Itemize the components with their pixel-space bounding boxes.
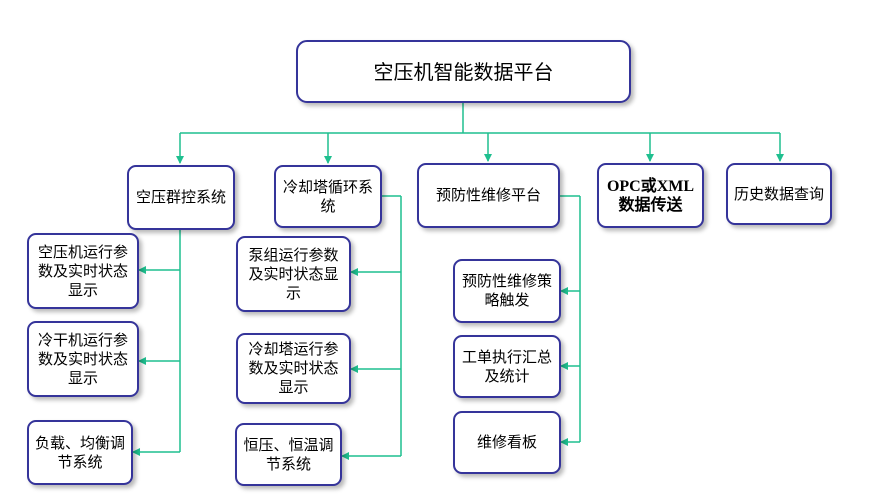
node-label: 空压机运行参数及实时状态显示 [37,242,128,299]
node-work-order-stats: 工单执行汇总及统计 [453,335,561,398]
node-label: 维修看板 [476,433,537,451]
node-tower-status: 冷却塔运行参数及实时状态显示 [236,333,351,404]
node-label: 恒压、恒温调节系统 [243,435,334,473]
node-label: OPC或XML数据传送 [606,177,695,214]
root-label: 空压机智能数据平台 [373,59,554,84]
node-preventive-maintenance: 预防性维修平台 [417,163,560,228]
node-pump-status: 泵组运行参数及实时状态显示 [236,236,351,312]
node-label: 冷干机运行参数及实时状态显示 [37,330,128,387]
node-label: 泵组运行参数及实时状态显示 [248,245,339,302]
node-compressor-group-control: 空压群控系统 [127,165,235,230]
node-label: 预防性维修平台 [435,186,541,204]
node-label: 负载、均衡调节系统 [35,433,126,471]
node-pressure-temp-control: 恒压、恒温调节系统 [235,423,342,486]
node-load-balance: 负载、均衡调节系统 [27,420,133,485]
node-label: 冷却塔运行参数及实时状态显示 [248,340,339,396]
root-node: 空压机智能数据平台 [296,40,631,103]
node-strategy-trigger: 预防性维修策略触发 [453,259,561,323]
node-label: 历史数据查询 [734,184,825,203]
node-cooling-tower-system: 冷却塔循环系统 [274,165,382,228]
node-history-query: 历史数据查询 [726,163,832,225]
node-maintenance-board: 维修看板 [453,411,561,474]
node-label: 工单执行汇总及统计 [461,347,552,385]
node-opc-xml-transfer: OPC或XML数据传送 [597,163,704,228]
node-dryer-status: 冷干机运行参数及实时状态显示 [27,321,139,397]
node-label: 冷却塔循环系统 [282,177,373,215]
node-label: 预防性维修策略触发 [461,272,552,309]
node-compressor-status: 空压机运行参数及实时状态显示 [27,233,139,309]
node-label: 空压群控系统 [135,188,226,206]
